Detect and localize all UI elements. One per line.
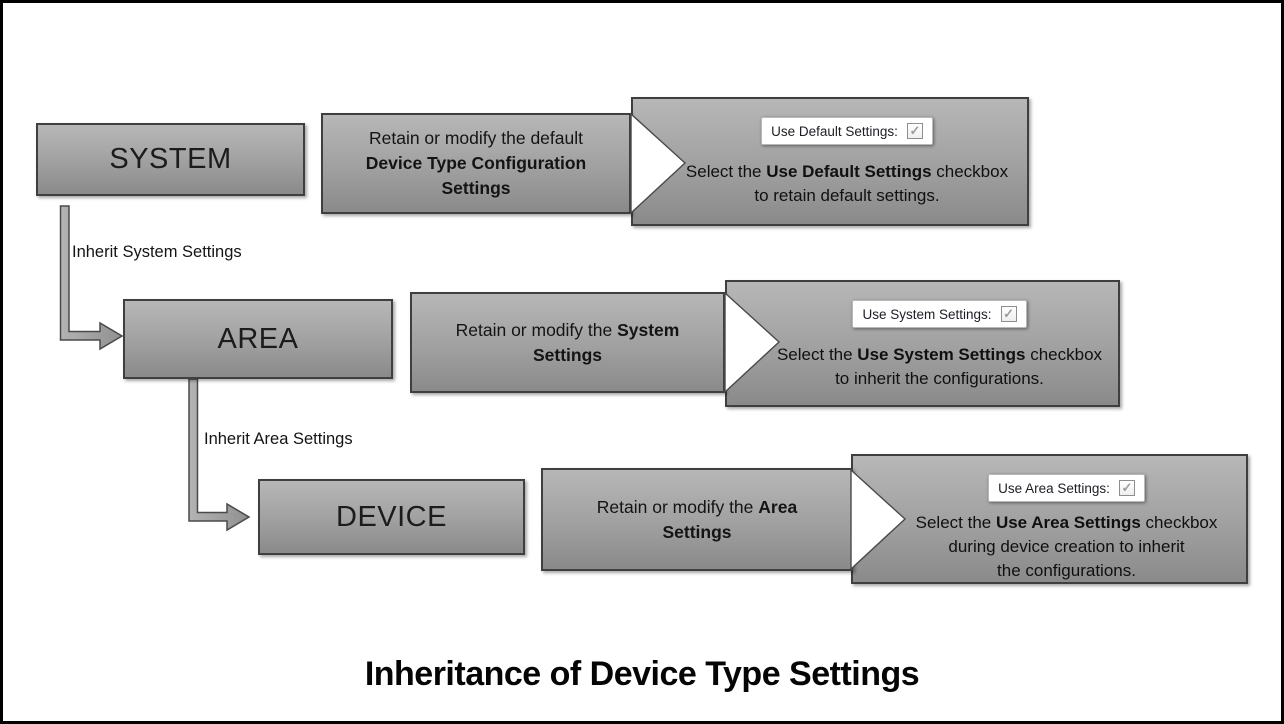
action-box-system: Retain or modify the default Device Type… xyxy=(321,113,631,214)
checkbox-field: Use Area Settings: ✓ xyxy=(988,474,1145,502)
callout-arrow-icon xyxy=(630,113,687,214)
checkbox-label: Use System Settings: xyxy=(862,306,992,322)
level-box-system: SYSTEM xyxy=(36,123,305,196)
level-label: AREA xyxy=(217,322,299,355)
action-bold-text: Area Settings xyxy=(662,496,798,542)
connector-label: Inherit Area Settings xyxy=(204,430,353,448)
callout-arrow-icon xyxy=(850,469,907,570)
checked-checkbox-icon[interactable]: ✓ xyxy=(1000,306,1017,322)
caption-text: Select the xyxy=(776,345,858,364)
action-box-area: Retain or modify the System Settings xyxy=(410,292,725,393)
callout-box-system: Use Default Settings: ✓ Select the Use D… xyxy=(631,97,1029,226)
action-box-device: Retain or modify the Area Settings xyxy=(541,468,853,571)
action-bold-text: System Settings xyxy=(532,319,680,365)
check-mark: ✓ xyxy=(1003,306,1014,321)
action-text: Retain or modify the System Settings xyxy=(448,318,688,368)
connector-label: Inherit System Settings xyxy=(72,243,242,261)
action-normal-text: Retain or modify the default xyxy=(368,128,583,148)
elbow-arrow-icon xyxy=(59,205,124,351)
diagram-title: Inheritance of Device Type Settings xyxy=(364,655,920,693)
level-box-area: AREA xyxy=(123,299,393,379)
caption-text: Select the xyxy=(915,513,996,532)
check-mark: ✓ xyxy=(909,123,921,138)
elbow-arrow-icon xyxy=(188,378,251,532)
callout-box-area: Use System Settings: ✓ Select the Use Sy… xyxy=(725,280,1120,407)
action-text: Retain or modify the Area Settings xyxy=(589,495,805,545)
caption-text: Select the xyxy=(685,162,767,181)
callout-box-device: Use Area Settings: ✓ Select the Use Area… xyxy=(851,454,1248,584)
action-text: Retain or modify the default Device Type… xyxy=(358,126,594,201)
callout-caption: Select the Use Default Settings checkbox… xyxy=(686,160,1008,208)
checked-checkbox-icon[interactable]: ✓ xyxy=(1118,480,1135,496)
caption-bold-text: Use Default Settings xyxy=(766,162,932,181)
checkbox-label: Use Default Settings: xyxy=(771,123,898,139)
caption-text: checkbox to retain default settings. xyxy=(754,162,1009,205)
action-normal-text: Retain or modify the xyxy=(596,496,759,517)
checkbox-field: Use Default Settings: ✓ xyxy=(761,117,933,145)
caption-text: checkbox to inherit the configurations. xyxy=(835,345,1103,388)
callout-caption: Select the Use System Settings checkbox … xyxy=(777,343,1102,391)
callout-arrow-icon xyxy=(724,292,781,393)
level-label: DEVICE xyxy=(336,500,447,533)
level-label: SYSTEM xyxy=(109,143,232,175)
checked-checkbox-icon[interactable]: ✓ xyxy=(906,123,923,139)
caption-bold-text: Use System Settings xyxy=(857,345,1026,364)
action-bold-text: Device Type Configuration Settings xyxy=(365,153,587,198)
caption-bold-text: Use Area Settings xyxy=(995,513,1141,532)
checkbox-field: Use System Settings: ✓ xyxy=(852,300,1027,328)
action-normal-text: Retain or modify the xyxy=(455,319,618,340)
caption-text: checkbox during device creation to inher… xyxy=(948,513,1218,580)
checkbox-label: Use Area Settings: xyxy=(998,480,1110,496)
level-box-device: DEVICE xyxy=(258,479,525,555)
callout-caption: Select the Use Area Settings checkbox du… xyxy=(916,511,1218,583)
check-mark: ✓ xyxy=(1121,480,1133,495)
